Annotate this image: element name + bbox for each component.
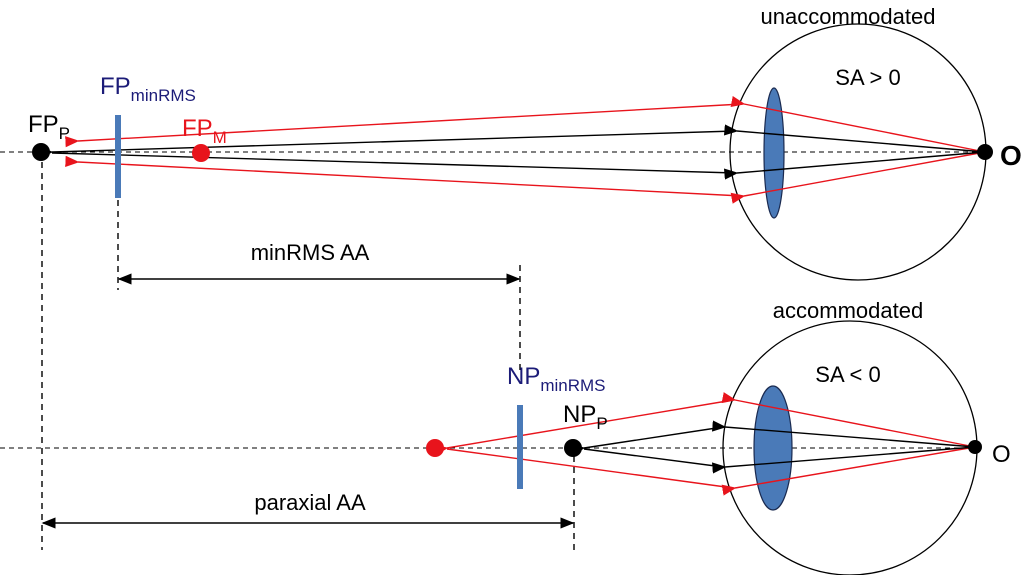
fp-m-label: FPM [182, 115, 227, 147]
fp-p-label: FPP [28, 111, 70, 143]
fp-m-point [192, 144, 210, 162]
ray-red-lower-inner [730, 151, 986, 204]
np-minrms-bar [517, 405, 523, 489]
sa-negative-label: SA < 0 [815, 362, 880, 387]
fp-p-point [32, 143, 50, 161]
ray-red-upper-inner [730, 96, 986, 153]
ray-red-lower-outer [65, 155, 743, 197]
lens-top [763, 87, 785, 219]
np-p-label: NPP [563, 401, 608, 433]
lens-bottom [753, 385, 793, 511]
accommodated-label: accommodated [773, 298, 923, 323]
np-p-point [564, 439, 582, 457]
ray-black-lower-inner-b [711, 446, 976, 474]
accommodated-eye-panel: O accommodated SA < 0 NPminRMS NPP [0, 298, 1011, 575]
ray-red-upper-outer-b [433, 399, 734, 456]
ray-black-upper-outer [39, 130, 736, 158]
np-m-point [426, 439, 444, 457]
ray-red-upper-outer [65, 103, 743, 148]
unaccommodated-label: unaccommodated [761, 4, 936, 29]
ray-black-lower-outer-b [583, 448, 724, 468]
ray-red-upper-inner-b [721, 392, 976, 448]
object-point-top [977, 144, 993, 160]
ray-black-lower-inner [723, 151, 986, 180]
ray-black-upper-inner [723, 124, 986, 153]
ray-red-lower-outer-b [446, 448, 734, 489]
ray-black-upper-inner-b [711, 420, 976, 448]
ray-red-lower-inner-b [721, 446, 976, 496]
object-label-bottom: O [992, 441, 1011, 468]
object-point-bottom [968, 440, 982, 454]
unaccommodated-eye-panel: O unaccommodated SA > 0 FPminRMS FPP FPM [0, 4, 1022, 281]
measurement-lines [41, 162, 575, 550]
sa-positive-label: SA > 0 [835, 65, 900, 90]
fp-minrms-label: FPminRMS [100, 73, 196, 105]
fp-minrms-bar [115, 115, 121, 198]
object-label-top: O [1000, 140, 1022, 171]
ray-black-upper-outer-b [570, 426, 724, 456]
np-minrms-label: NPminRMS [507, 363, 606, 395]
minrms-aa-label: minRMS AA [251, 240, 370, 265]
paraxial-aa-label: paraxial AA [254, 490, 366, 515]
ray-black-lower-outer [51, 152, 736, 174]
